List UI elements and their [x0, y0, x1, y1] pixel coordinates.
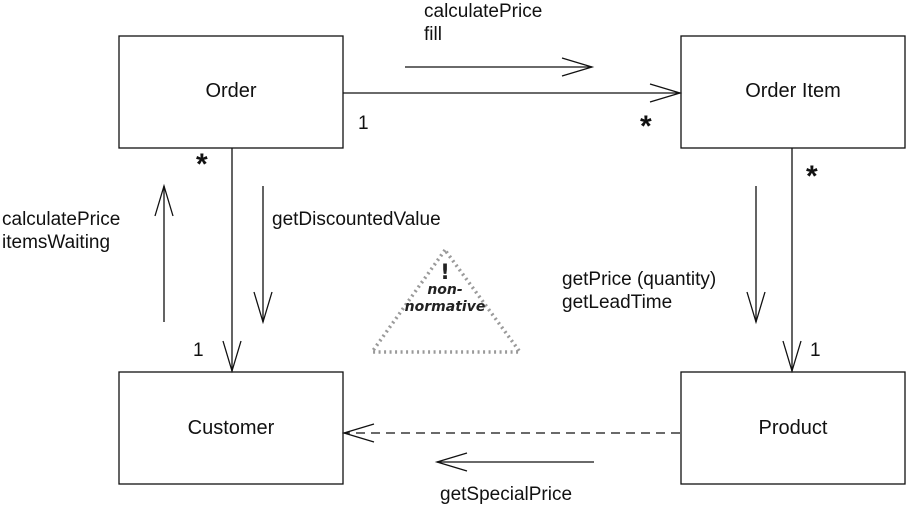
customer-class-name: Customer — [187, 417, 275, 439]
multiplicity-orderitem-product-item-end: * — [806, 160, 818, 193]
message-arrow-order-to-item — [405, 57, 595, 77]
message-fill: fill — [424, 24, 442, 45]
dependency-product-customer — [341, 423, 680, 443]
customer-box[interactable] — [118, 371, 344, 485]
product-class-name: Product — [758, 417, 828, 439]
association-orderitem-product — [782, 148, 802, 374]
multiplicity-customer-end: 1 — [193, 340, 204, 361]
message-getleadtime: getLeadTime — [562, 292, 673, 313]
multiplicity-order-customer-order-end: * — [196, 148, 208, 181]
order-item-box[interactable] — [680, 35, 906, 149]
order-class-name: Order — [205, 80, 257, 102]
message-calculateprice: calculatePrice — [424, 1, 543, 22]
message-itemswaiting: itemsWaiting — [2, 232, 111, 253]
exclamation-icon: ! — [440, 260, 450, 284]
message-label-customer-to-order: calculatePrice itemsWaiting — [2, 208, 120, 254]
message-arrow-order-to-customer — [253, 186, 273, 325]
multiplicity-order-end: 1 — [358, 113, 369, 134]
message-label-item-to-product: getPrice (quantity) getLeadTime — [562, 268, 716, 314]
note-line-1: non- — [427, 282, 463, 298]
message-arrow-item-to-product — [746, 186, 766, 325]
message-arrow-product-to-customer — [434, 452, 594, 472]
message-label-order-to-item: calculatePrice fill — [424, 0, 542, 46]
order-item-class-name: Order Item — [745, 80, 841, 102]
non-normative-note: ! non- normative — [395, 262, 495, 316]
product-box[interactable] — [680, 371, 906, 485]
note-line-2: normative — [404, 299, 486, 315]
multiplicity-orderitem-end: * — [640, 110, 652, 143]
message-getprice: getPrice (quantity) — [562, 269, 717, 290]
message-calculateprice-2: calculatePrice — [2, 209, 121, 230]
message-getspecialprice: getSpecialPrice — [440, 484, 573, 505]
order-box[interactable] — [118, 35, 344, 149]
association-order-orderitem — [343, 83, 683, 103]
message-arrow-customer-to-order — [154, 183, 174, 322]
association-order-customer — [222, 148, 242, 374]
multiplicity-product-end: 1 — [810, 340, 821, 361]
warning-triangle-icon — [370, 248, 522, 354]
message-getdiscountedvalue: getDiscountedValue — [272, 209, 441, 230]
